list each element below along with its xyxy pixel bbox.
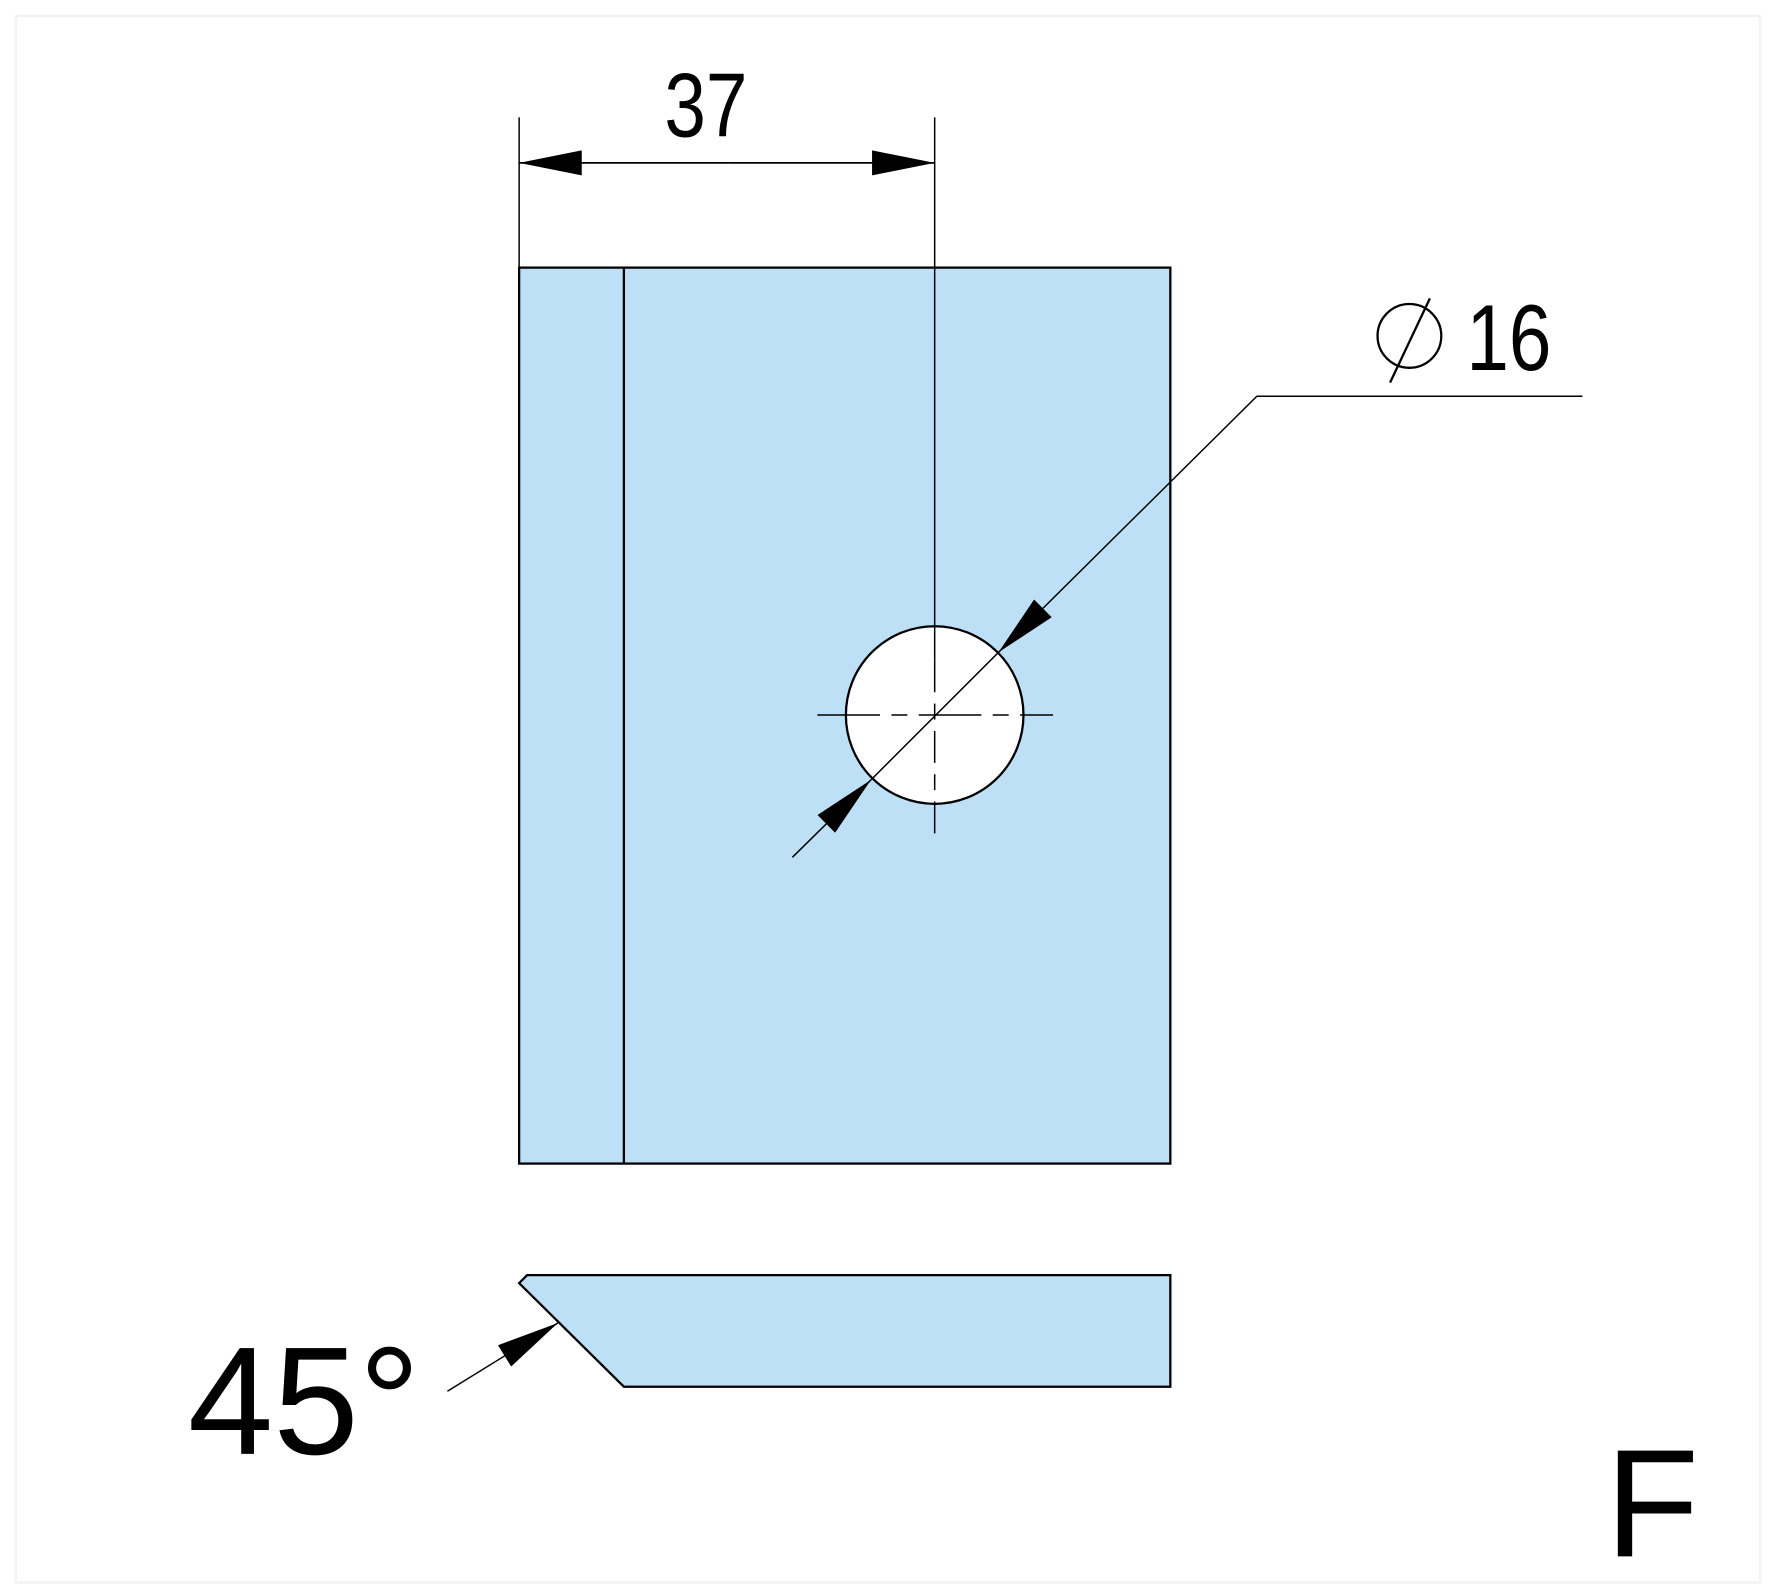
diameter-dimension-label: 16 <box>1466 287 1551 391</box>
chamfer-leader <box>447 1322 559 1392</box>
diameter-leader <box>997 395 1583 653</box>
plate-front-view <box>518 266 1172 1165</box>
width-dimension-label: 37 <box>664 55 747 157</box>
diameter-leader-lower <box>791 779 872 858</box>
plate-side-view <box>517 1274 1172 1388</box>
chamfer-angle-label: 45° <box>188 1315 420 1487</box>
view-label: F <box>1605 1417 1699 1589</box>
frame <box>14 14 1762 1584</box>
diameter-symbol-icon <box>1376 297 1443 384</box>
diameter-line <box>870 651 999 781</box>
